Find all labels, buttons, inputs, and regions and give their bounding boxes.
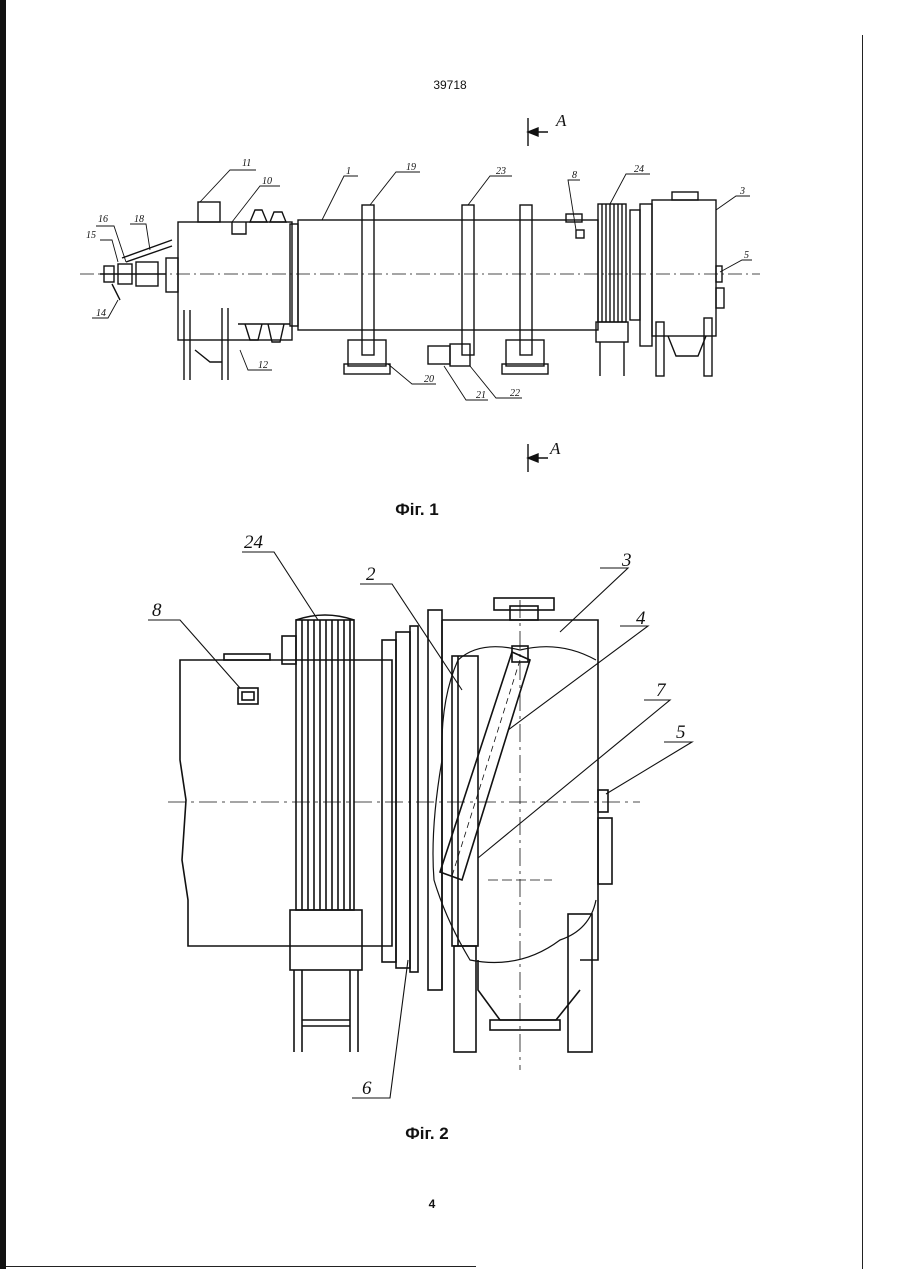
label-12: 12 — [258, 360, 268, 371]
feed-head — [178, 222, 292, 340]
label-2: 2 — [366, 564, 376, 585]
item-11 — [198, 202, 220, 222]
label-18: 18 — [134, 214, 144, 225]
discharge-chamber-3 — [652, 200, 716, 336]
label-8: 8 — [572, 170, 577, 181]
exchanger-24-fig2 — [282, 615, 362, 1052]
support-23 — [462, 205, 474, 355]
label-3: 3 — [739, 186, 745, 197]
exchanger-24 — [596, 204, 628, 376]
figure-1-leaders — [92, 170, 752, 400]
label-10: 10 — [262, 176, 272, 187]
label-23: 23 — [496, 166, 506, 177]
label-11: 11 — [242, 158, 251, 169]
label-4: 4 — [636, 608, 646, 629]
label-19: 19 — [406, 162, 416, 173]
label-24-fig2: 24 — [244, 532, 264, 553]
label-5-fig2: 5 — [676, 722, 686, 743]
label-20: 20 — [424, 374, 434, 385]
support-19 — [362, 205, 374, 355]
label-6: 6 — [362, 1078, 372, 1099]
label-14: 14 — [96, 308, 106, 319]
figure-2-leaders — [148, 552, 692, 1098]
label-8-fig2: 8 — [152, 600, 162, 621]
label-22: 22 — [510, 388, 520, 399]
label-16: 16 — [98, 214, 108, 225]
drum-body — [180, 660, 392, 946]
label-5: 5 — [744, 250, 749, 261]
label-3-fig2: 3 — [621, 550, 632, 571]
label-15: 15 — [86, 230, 96, 241]
label-24: 24 — [634, 164, 644, 175]
section-mark-bottom — [528, 444, 548, 472]
section-label-top: A — [555, 111, 567, 130]
drum-1 — [298, 220, 598, 330]
figure-1-labels: 11 10 1 19 23 8 24 3 5 12 15 16 18 14 20… — [86, 111, 749, 458]
label-21: 21 — [476, 390, 486, 401]
figure-1-drawing — [80, 118, 760, 472]
figure-2-drawing — [168, 598, 640, 1070]
label-7: 7 — [656, 680, 667, 701]
section-label-bottom: A — [549, 439, 561, 458]
item-8-window — [238, 688, 258, 704]
motor-21 — [428, 346, 450, 364]
label-1: 1 — [346, 166, 351, 177]
section-mark-top — [528, 118, 548, 146]
